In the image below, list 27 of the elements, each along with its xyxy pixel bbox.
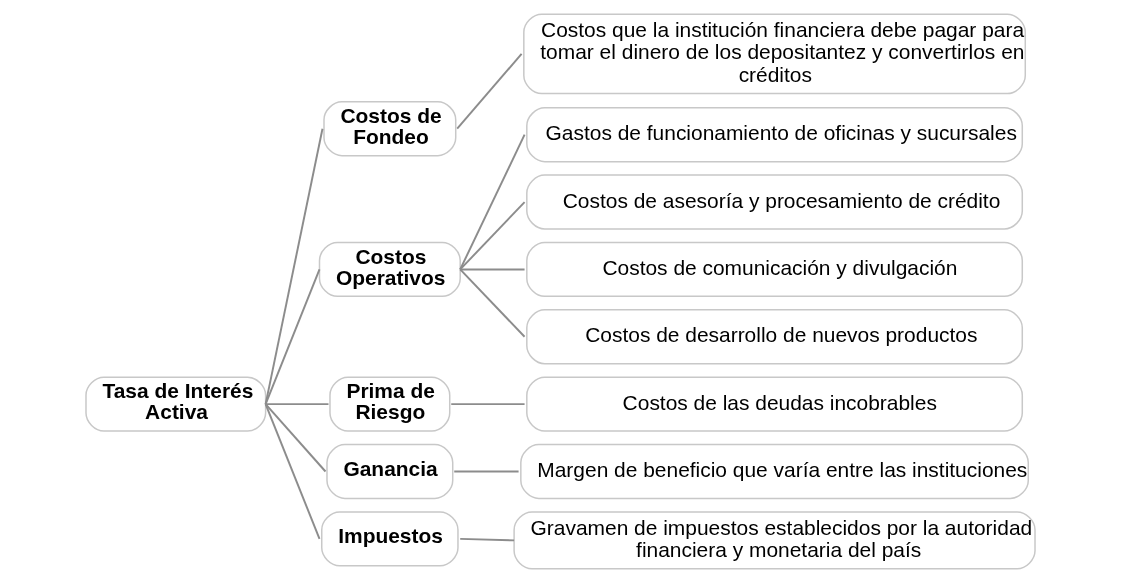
connector [459,268,526,338]
connector [456,52,523,130]
connector [459,268,526,271]
connector [459,201,526,271]
node-box: Costos de desarrollo de nuevos productos [526,309,1024,365]
connector [450,403,526,406]
connector [264,403,321,540]
node-box: Costos que la institución financiera debe pagar para tomar el dinero de los depositantez y convertirlos en créditos [523,13,1027,95]
node-box: Ganancia [326,443,454,500]
connector [264,127,324,406]
connector [264,403,330,406]
connector [459,537,516,542]
node-box: Costos Operativos [318,241,461,298]
node-box: Prima de Riesgo [329,376,451,432]
node-box: Costos de asesoría y procesamiento de crédito [526,174,1024,230]
node-box: Tasa de Interés Activa [85,376,267,432]
node-box: Gastos de funcionamiento de oficinas y sucursales [526,107,1024,163]
connector [264,268,321,406]
node-box: Costos de las deudas incobrables [526,376,1024,432]
node-box: Margen de beneficio que varía entre las instituciones [520,443,1030,500]
node-box: Impuestos [321,511,459,567]
node-box: Costos de Fondeo [323,101,457,157]
connector [459,133,526,271]
node-box: Gravamen de impuestos establecidos por la autoridad financiera y monetaria del país [513,511,1036,570]
connector [453,470,520,473]
connector [264,403,327,473]
node-box: Costos de comunicación y divulgación [526,241,1024,298]
